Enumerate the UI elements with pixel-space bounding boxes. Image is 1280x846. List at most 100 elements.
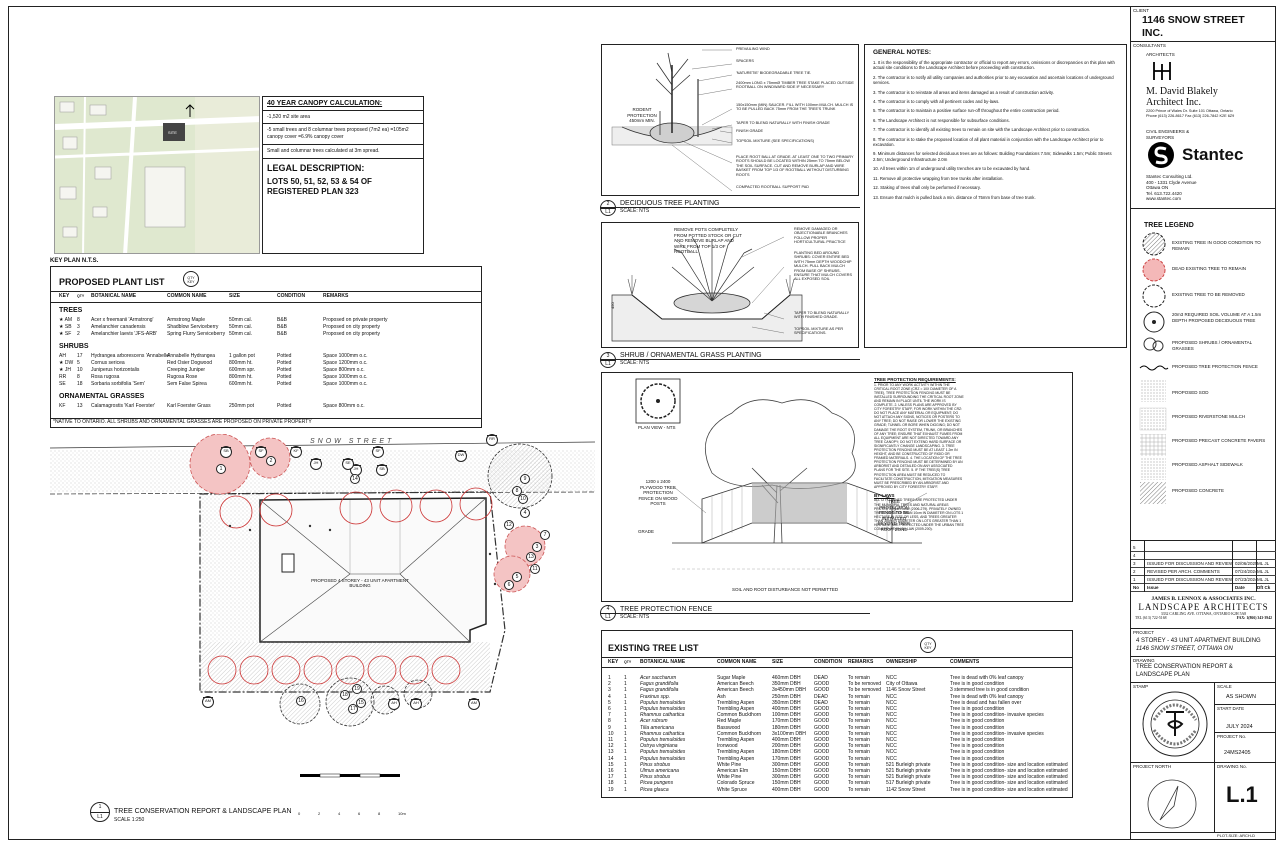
existing-tree-cell: 3x450mm DBH [772, 687, 806, 694]
plant-tag-key: SB [379, 466, 385, 471]
d3-num: 4 [606, 606, 610, 612]
existing-tree-cell: To remain [848, 718, 870, 725]
tree-number: 3 [532, 542, 542, 552]
d1-note: COMPACTED ROOTBALL SUPPORT PAD [736, 185, 809, 189]
general-note: 13. Ensure that mulch is pulled back a m… [873, 194, 1036, 200]
d1-note: TOPSOIL MIXTURE (SEE SPECIFICATIONS) [736, 139, 814, 143]
start-date-value: JULY 2024 [1226, 724, 1253, 730]
trees-heading: TREES [59, 307, 83, 314]
existing-tree-cell: 400mm DBH [772, 737, 801, 743]
existing-tree-cell: 18 [608, 780, 614, 787]
existing-tree-cell: Tree is in good condition [950, 706, 1005, 712]
legend-title: TREE LEGEND [1144, 222, 1194, 229]
existing-tree-cell: Acer saccharum [640, 675, 677, 681]
existing-tree-cell: GOOD [814, 755, 830, 762]
existing-tree-cell: GOOD [814, 712, 830, 719]
shrub-row-cell: AH [59, 353, 66, 359]
existing-tree-cell: 350mm DBH [772, 699, 801, 706]
existing-tree-cell: American Beech [717, 687, 754, 694]
plant-list-title: PROPOSED PLANT LIST [59, 277, 165, 287]
existing-tree-cell: Populus tremuloides [640, 749, 686, 756]
canopy-title: 40 YEAR CANOPY CALCULATION: [263, 97, 423, 111]
d3-title: TREE PROTECTION FENCE [620, 606, 713, 613]
drawing-label: DRAWING [1133, 658, 1155, 663]
existing-tree-cell: Pinus strobus [640, 774, 671, 781]
grass-row-cell: Karl Foerster Grass [167, 403, 211, 409]
d2-note: REMOVE DAMAGED OR OBJECTIONABLE BRANCHES… [794, 227, 848, 245]
plant-tag-key: RR [489, 436, 495, 441]
firm-address: 3332 CARLING AVE. OTTAWA, ONTARIO K2H 5A… [1160, 612, 1247, 616]
existing-tree-cell: To remain [848, 743, 870, 750]
architect-name: M. David Blakely [1146, 86, 1218, 97]
tree-row-cell: ★ SF [59, 331, 72, 337]
existing-tree-cell: Tree is dead with 0% leaf canopy [950, 693, 1024, 700]
plant-tag-key: SF [258, 448, 264, 453]
existing-tree-cell: GOOD [814, 768, 830, 774]
qty-key-text: QTY KEY [187, 276, 195, 284]
existing-tree-cell: To remain [848, 706, 870, 712]
shrub-row-cell: Space 800mm o.c. [323, 367, 365, 373]
street-label: SNOW STREET [310, 438, 395, 445]
d3-bylaw-title: BY-LAWS [874, 492, 895, 498]
existing-tree-cell: DEAD [814, 699, 828, 706]
existing-tree-cell: To remain [848, 699, 870, 706]
existing-tree-cell: Colorado Spruce [717, 780, 755, 787]
seal-icon [1142, 691, 1208, 757]
legal-text: LOTS 50, 51, 52, 53 & 54 OF REGISTERED P… [267, 177, 372, 196]
d2-num: 3 [606, 353, 610, 359]
legend-item: PROPOSED TREE PROTECTION FENCE [1172, 364, 1258, 369]
site-plan-sheet: L1 [91, 812, 109, 822]
revision-no: 1 [1133, 577, 1136, 582]
col-size: SIZE [229, 293, 241, 299]
tree-number: 9 [520, 474, 530, 484]
existing-tree-cell: Tree is dead with 0% leaf canopy [950, 675, 1024, 681]
existing-tree-cell: To remain [848, 768, 870, 774]
existing-tree-cell: Acer rubrum [640, 718, 668, 725]
etl-col-size: SIZE [772, 659, 784, 665]
deciduous-tree-drawing [611, 49, 733, 192]
tree-number: 14 [350, 474, 360, 484]
existing-tree-cell: NCC [886, 706, 897, 712]
existing-tree-cell: 521 Burleigh private [886, 774, 931, 781]
tree-number: 7 [540, 530, 550, 540]
plant-tag: AM [468, 698, 480, 710]
scale-label: SCALE [1217, 684, 1232, 689]
existing-tree-cell: To remain [848, 712, 870, 719]
shrub-row-cell: Space 1000mm o.c. [323, 353, 368, 359]
existing-tree-cell: 1 [624, 681, 627, 688]
site-plan-scale: SCALE 1:250 [114, 817, 145, 823]
d3-left-note: 1200 x 2400 PLYWOOD TREE PROTECTION FENC… [638, 479, 678, 506]
existing-tree-cell: 1 [624, 743, 627, 750]
existing-tree-cell: 521 Burleigh private [886, 761, 931, 768]
revision-no: 3 [1133, 561, 1136, 566]
col-common: COMMON NAME [167, 293, 207, 299]
tree-number: 13 [526, 552, 536, 562]
shrub-row-cell: 800mm ht. [229, 374, 253, 380]
architect-name2: Architect Inc. [1146, 97, 1201, 108]
existing-tree-cell: NCC [886, 724, 897, 731]
tree-row-cell: ★ SB [59, 324, 72, 330]
existing-tree-cell: City of Ottawa [886, 681, 918, 688]
site-plan-drawing [49, 433, 596, 778]
plant-tag: RR [486, 434, 498, 446]
tree-number: 4 [520, 508, 530, 518]
existing-tree-cell: 11 [608, 737, 614, 743]
shrub-row-cell: 8 [77, 374, 80, 380]
tree-number: 2 [266, 456, 276, 466]
revision-issue: REVISED PER ARCH. COMMENTS [1147, 569, 1220, 574]
existing-tree-cell: Ash [717, 693, 726, 700]
existing-tree-cell: GOOD [814, 706, 830, 712]
existing-tree-cell: Tilia americana [640, 724, 674, 731]
existing-tree-cell: Ostrya virginiana [640, 743, 678, 750]
revision-date: 02/06/2025 [1235, 561, 1258, 566]
plant-tag-qty [456, 451, 466, 452]
tree-number: 18 [340, 690, 350, 700]
existing-tree-cell: 1 [624, 749, 627, 756]
existing-tree-cell: NCC [886, 718, 897, 725]
legend-item: EXISTING TREE TO BE REMOVED [1172, 292, 1245, 297]
